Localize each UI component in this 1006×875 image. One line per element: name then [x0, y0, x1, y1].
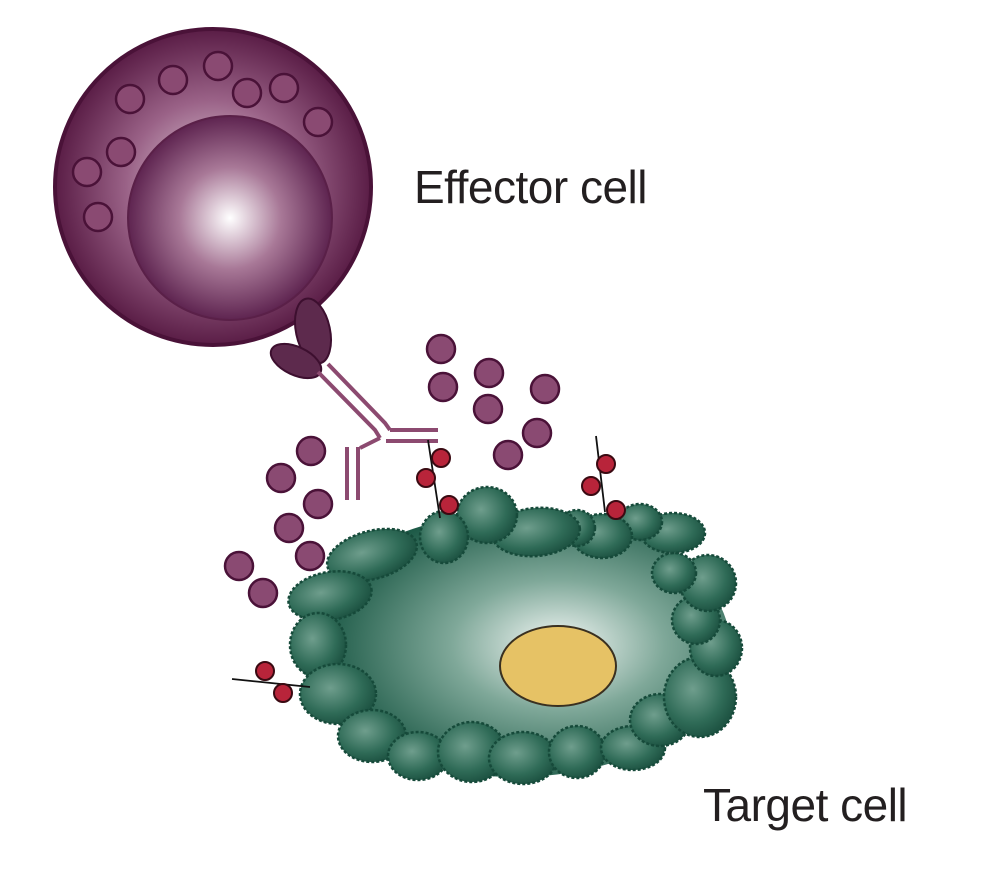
antigen: [231, 661, 311, 703]
granule: [82, 201, 114, 233]
granule: [114, 83, 146, 115]
effector-granules: [71, 50, 334, 233]
effector-cell: [53, 27, 373, 380]
granule: [71, 156, 103, 188]
effector-nucleus: [127, 115, 333, 321]
granule: [202, 50, 234, 82]
target-cell: [287, 485, 744, 786]
target-membrane-blebs: [287, 485, 744, 786]
antibody: [316, 362, 438, 500]
fc-receptor: [269, 297, 332, 380]
granule: [105, 136, 137, 168]
granule: [157, 64, 189, 96]
antigen: [416, 439, 459, 519]
effector-cell-label: Effector cell: [414, 161, 647, 213]
target-nucleus: [499, 625, 617, 707]
antigen: [581, 435, 626, 520]
granule: [231, 77, 263, 109]
granule: [268, 72, 300, 104]
released-granules: [223, 333, 561, 609]
target-cell-label: Target cell: [703, 779, 908, 831]
antigens: [231, 435, 626, 703]
granule: [302, 106, 334, 138]
